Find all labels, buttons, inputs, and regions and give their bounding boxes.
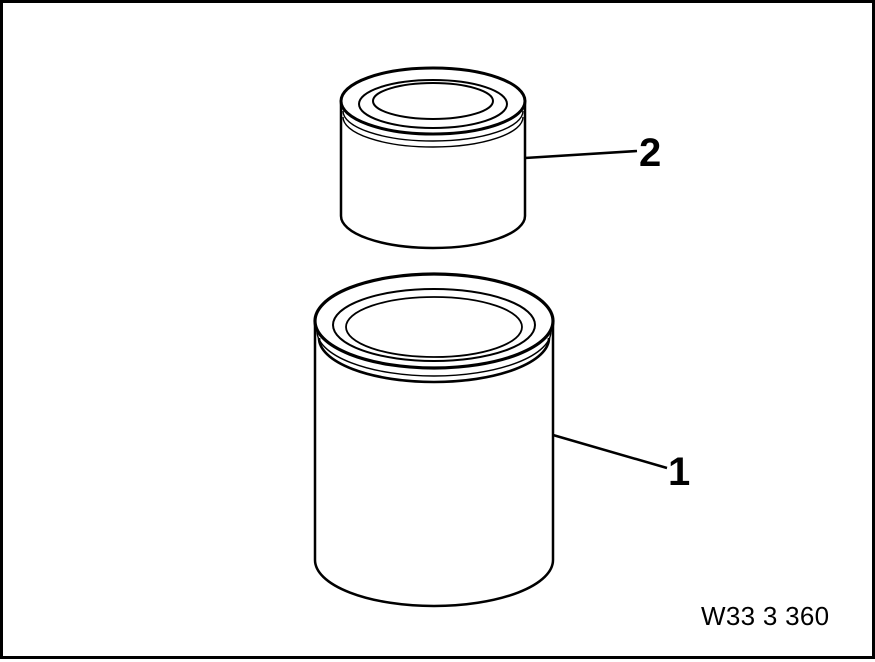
- figure-reference-code: W33 3 360: [701, 601, 830, 631]
- part-1-large-sleeve: [313, 272, 555, 608]
- callout-label-1: 1: [668, 450, 691, 494]
- callout-label-2: 2: [639, 131, 662, 175]
- bushing-parts-illustration: [313, 66, 668, 608]
- leader-line-2: [524, 149, 638, 160]
- part-2-small-sleeve: [339, 66, 527, 250]
- leader-line-1: [552, 433, 668, 470]
